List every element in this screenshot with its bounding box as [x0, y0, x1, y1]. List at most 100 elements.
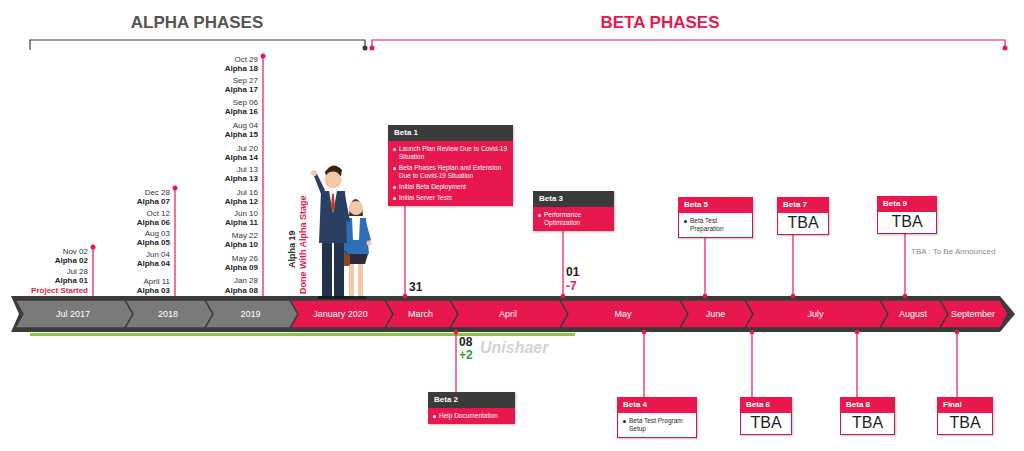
alpha-name: Alpha 16: [225, 107, 258, 116]
leader-connector: [643, 332, 644, 397]
leader-connector: [751, 332, 752, 397]
phase-box: Beta 8TBA: [840, 397, 895, 435]
phase-box: Beta 4Beta Test Program Setup: [617, 397, 697, 438]
box-text: Launch Plan Review Due to Covid-19 Situa…: [399, 145, 508, 161]
timeline-arrow: [11, 296, 1015, 332]
milestone-label: Alpha 19: [287, 230, 297, 268]
alpha-name: Alpha 17: [225, 85, 258, 94]
timeline-segment: Jul 2017: [15, 300, 125, 328]
bullet-row: Beta Phases Replan and Extension Due to …: [393, 164, 508, 180]
stem-dot: [261, 54, 266, 59]
box-text: TBA: [881, 213, 933, 231]
alpha-name: Alpha 09: [225, 263, 258, 272]
alpha-date: Jun 04: [146, 250, 170, 259]
alpha-date: Jul 13: [237, 165, 258, 174]
timeline-segment: March: [385, 300, 450, 328]
alpha-name: Alpha 13: [225, 174, 258, 183]
bullet-row: Beta Test Preparation: [684, 217, 747, 233]
bullet-dot: [433, 415, 436, 418]
alpha-date: Oct 12: [146, 209, 170, 218]
alpha-date: Nov 02: [63, 247, 88, 256]
box-heading: Beta 6: [740, 397, 792, 413]
bullet-row: Help Documentation: [433, 412, 510, 420]
bullet-row: Performance Optimization: [538, 211, 609, 227]
segment-label: Jul 2017: [15, 300, 125, 328]
bullet-dot: [684, 220, 687, 223]
segment-label: August: [880, 300, 940, 328]
alpha-date: Dec 28: [145, 188, 170, 197]
phase-heading: BETA PHASES: [600, 13, 719, 33]
box-body: Launch Plan Review Due to Covid-19 Situa…: [388, 141, 513, 206]
alpha-date: Jul 28: [67, 267, 88, 276]
phase-heading: ALPHA PHASES: [131, 13, 264, 33]
bracket-dot: [370, 46, 375, 51]
alpha-name: Alpha 15: [225, 130, 258, 139]
connector-dot: [454, 330, 459, 335]
bullet-dot: [393, 167, 396, 170]
alpha-date: Jan 28: [234, 276, 258, 285]
connector-dot: [642, 330, 647, 335]
phase-box: Beta 5 Beta Test Preparation: [678, 197, 753, 238]
segment-label: 2019: [205, 300, 290, 328]
segment-label: May: [560, 300, 680, 328]
leader-connector: [455, 332, 456, 392]
leader-connector: [904, 234, 905, 296]
timeline-segment: January 2020: [290, 300, 385, 328]
day-number: 01: [566, 266, 579, 279]
bullet-row: Initial Server Tests: [393, 194, 508, 202]
beta-bracket: [372, 40, 1005, 50]
box-body: Performance Optimization: [533, 207, 614, 231]
bullet-dot: [393, 197, 396, 200]
connector-dot: [791, 294, 796, 299]
phase-box: Beta 9TBA: [877, 196, 937, 234]
connector-dot: [561, 294, 566, 299]
watermark: Unishaer: [480, 339, 548, 357]
day-offset: +2: [459, 349, 473, 362]
leader-connector: [956, 332, 957, 397]
leader-connector: [404, 206, 405, 296]
segment-label: 2018: [125, 300, 205, 328]
box-text: Beta Test Program Setup: [629, 417, 691, 433]
segment-label: July: [745, 300, 880, 328]
phase-box: FinalTBA: [937, 397, 993, 435]
bullet-row: Beta Test Program Setup: [623, 417, 691, 433]
bullet-dot: [393, 148, 396, 151]
leader-connector: [562, 231, 563, 296]
box-text: Initial Server Tests: [399, 194, 452, 202]
bullet-dot: [623, 420, 626, 423]
box-body: Beta Test Preparation: [678, 213, 753, 238]
progress-bar: [30, 333, 575, 336]
connector-dot: [703, 294, 708, 299]
segment-label: September: [940, 300, 1000, 328]
box-body: TBA: [937, 413, 993, 435]
box-text: TBA: [844, 414, 891, 432]
alpha-name: Alpha 08: [225, 286, 258, 295]
phase-box: Beta 7TBA: [777, 197, 829, 235]
stem-dot: [91, 245, 96, 250]
box-body: TBA: [840, 413, 895, 435]
alpha-name: Alpha 12: [225, 197, 258, 206]
alpha-stem: [262, 56, 263, 298]
alpha-stem: [92, 247, 93, 298]
box-body: Beta Test Program Setup: [617, 413, 697, 438]
box-heading: Final: [937, 397, 993, 413]
segment-label: March: [385, 300, 450, 328]
alpha-date: April 11: [143, 277, 170, 286]
alpha-name: Alpha 07: [137, 197, 170, 206]
box-text: Initial Beta Deployment: [399, 183, 466, 191]
alpha-date: Jun 10: [234, 209, 258, 218]
box-body: Help Documentation: [428, 408, 515, 424]
bracket-dot: [1003, 46, 1008, 51]
box-text: TBA: [941, 414, 989, 432]
box-heading: Beta 5: [678, 197, 753, 213]
timeline-segment: April: [450, 300, 560, 328]
bullet-row: Initial Beta Deployment: [393, 183, 508, 191]
alpha-name: Alpha 05: [137, 238, 170, 247]
alpha-name: Alpha 02: [55, 256, 88, 265]
bullet-row: Launch Plan Review Due to Covid-19 Situa…: [393, 145, 508, 161]
alpha-date: Jul 16: [237, 188, 258, 197]
timeline-segment: May: [560, 300, 680, 328]
timeline-segment: June: [680, 300, 745, 328]
box-body: TBA: [777, 213, 829, 235]
timeline-segment: August: [880, 300, 940, 328]
